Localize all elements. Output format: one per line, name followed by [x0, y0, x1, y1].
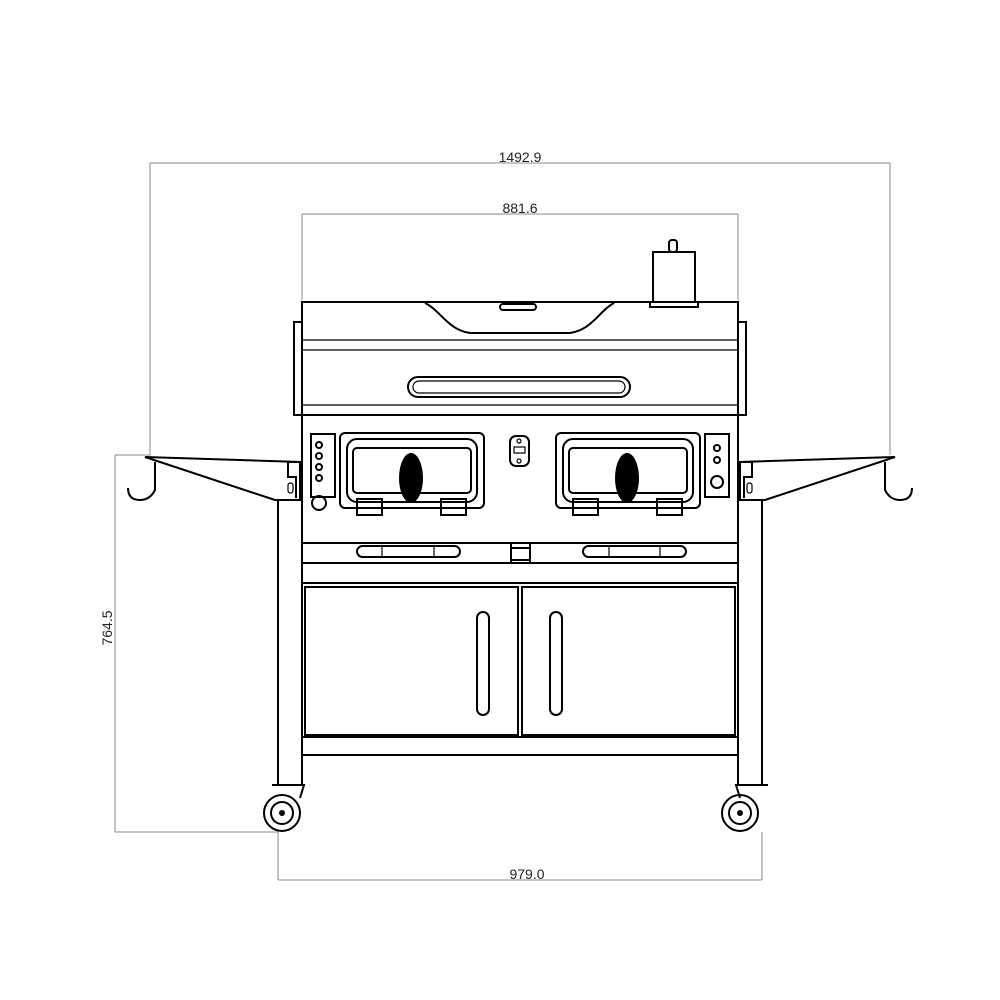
hook-icon [884, 462, 913, 502]
lid-handle [407, 376, 631, 398]
dimension-overall-width: 1492.9 [149, 149, 891, 455]
left-wheel [263, 794, 301, 832]
dimension-shelf-height: 764.5 [99, 454, 278, 833]
hook-icon [127, 462, 156, 502]
burner-knob-icon[interactable] [399, 453, 423, 503]
burner-knob-icon[interactable] [615, 453, 639, 503]
towel-holder [649, 239, 699, 308]
left-gauge-panel [310, 433, 336, 511]
dimension-label-body-width: 881.6 [502, 200, 537, 216]
left-side-shelf [127, 456, 301, 502]
right-wheel [721, 794, 759, 832]
igniter-button-icon[interactable] [710, 475, 724, 489]
bottle-opener-icon [509, 435, 530, 467]
right-side-shelf [739, 456, 913, 502]
right-gauge-panel [704, 433, 730, 498]
right-window [555, 432, 701, 516]
front-rail [301, 542, 739, 584]
dimension-label-wheel-base: 979.0 [509, 866, 544, 882]
grill-lid [293, 301, 747, 416]
dimension-body-width: 881.6 [301, 200, 739, 300]
right-door[interactable] [521, 586, 736, 736]
left-door-handle[interactable] [476, 611, 490, 716]
legs [272, 499, 768, 799]
control-panel [301, 414, 739, 544]
left-door[interactable] [304, 586, 519, 736]
cabinet [301, 582, 739, 756]
right-door-handle[interactable] [549, 611, 563, 716]
dimension-wheel-base: 979.0 [277, 832, 763, 882]
dimension-label-shelf-height: 764.5 [99, 610, 115, 645]
left-window [339, 432, 485, 516]
igniter-button-icon[interactable] [311, 495, 327, 511]
dimension-label-overall-width: 1492.9 [499, 149, 542, 165]
